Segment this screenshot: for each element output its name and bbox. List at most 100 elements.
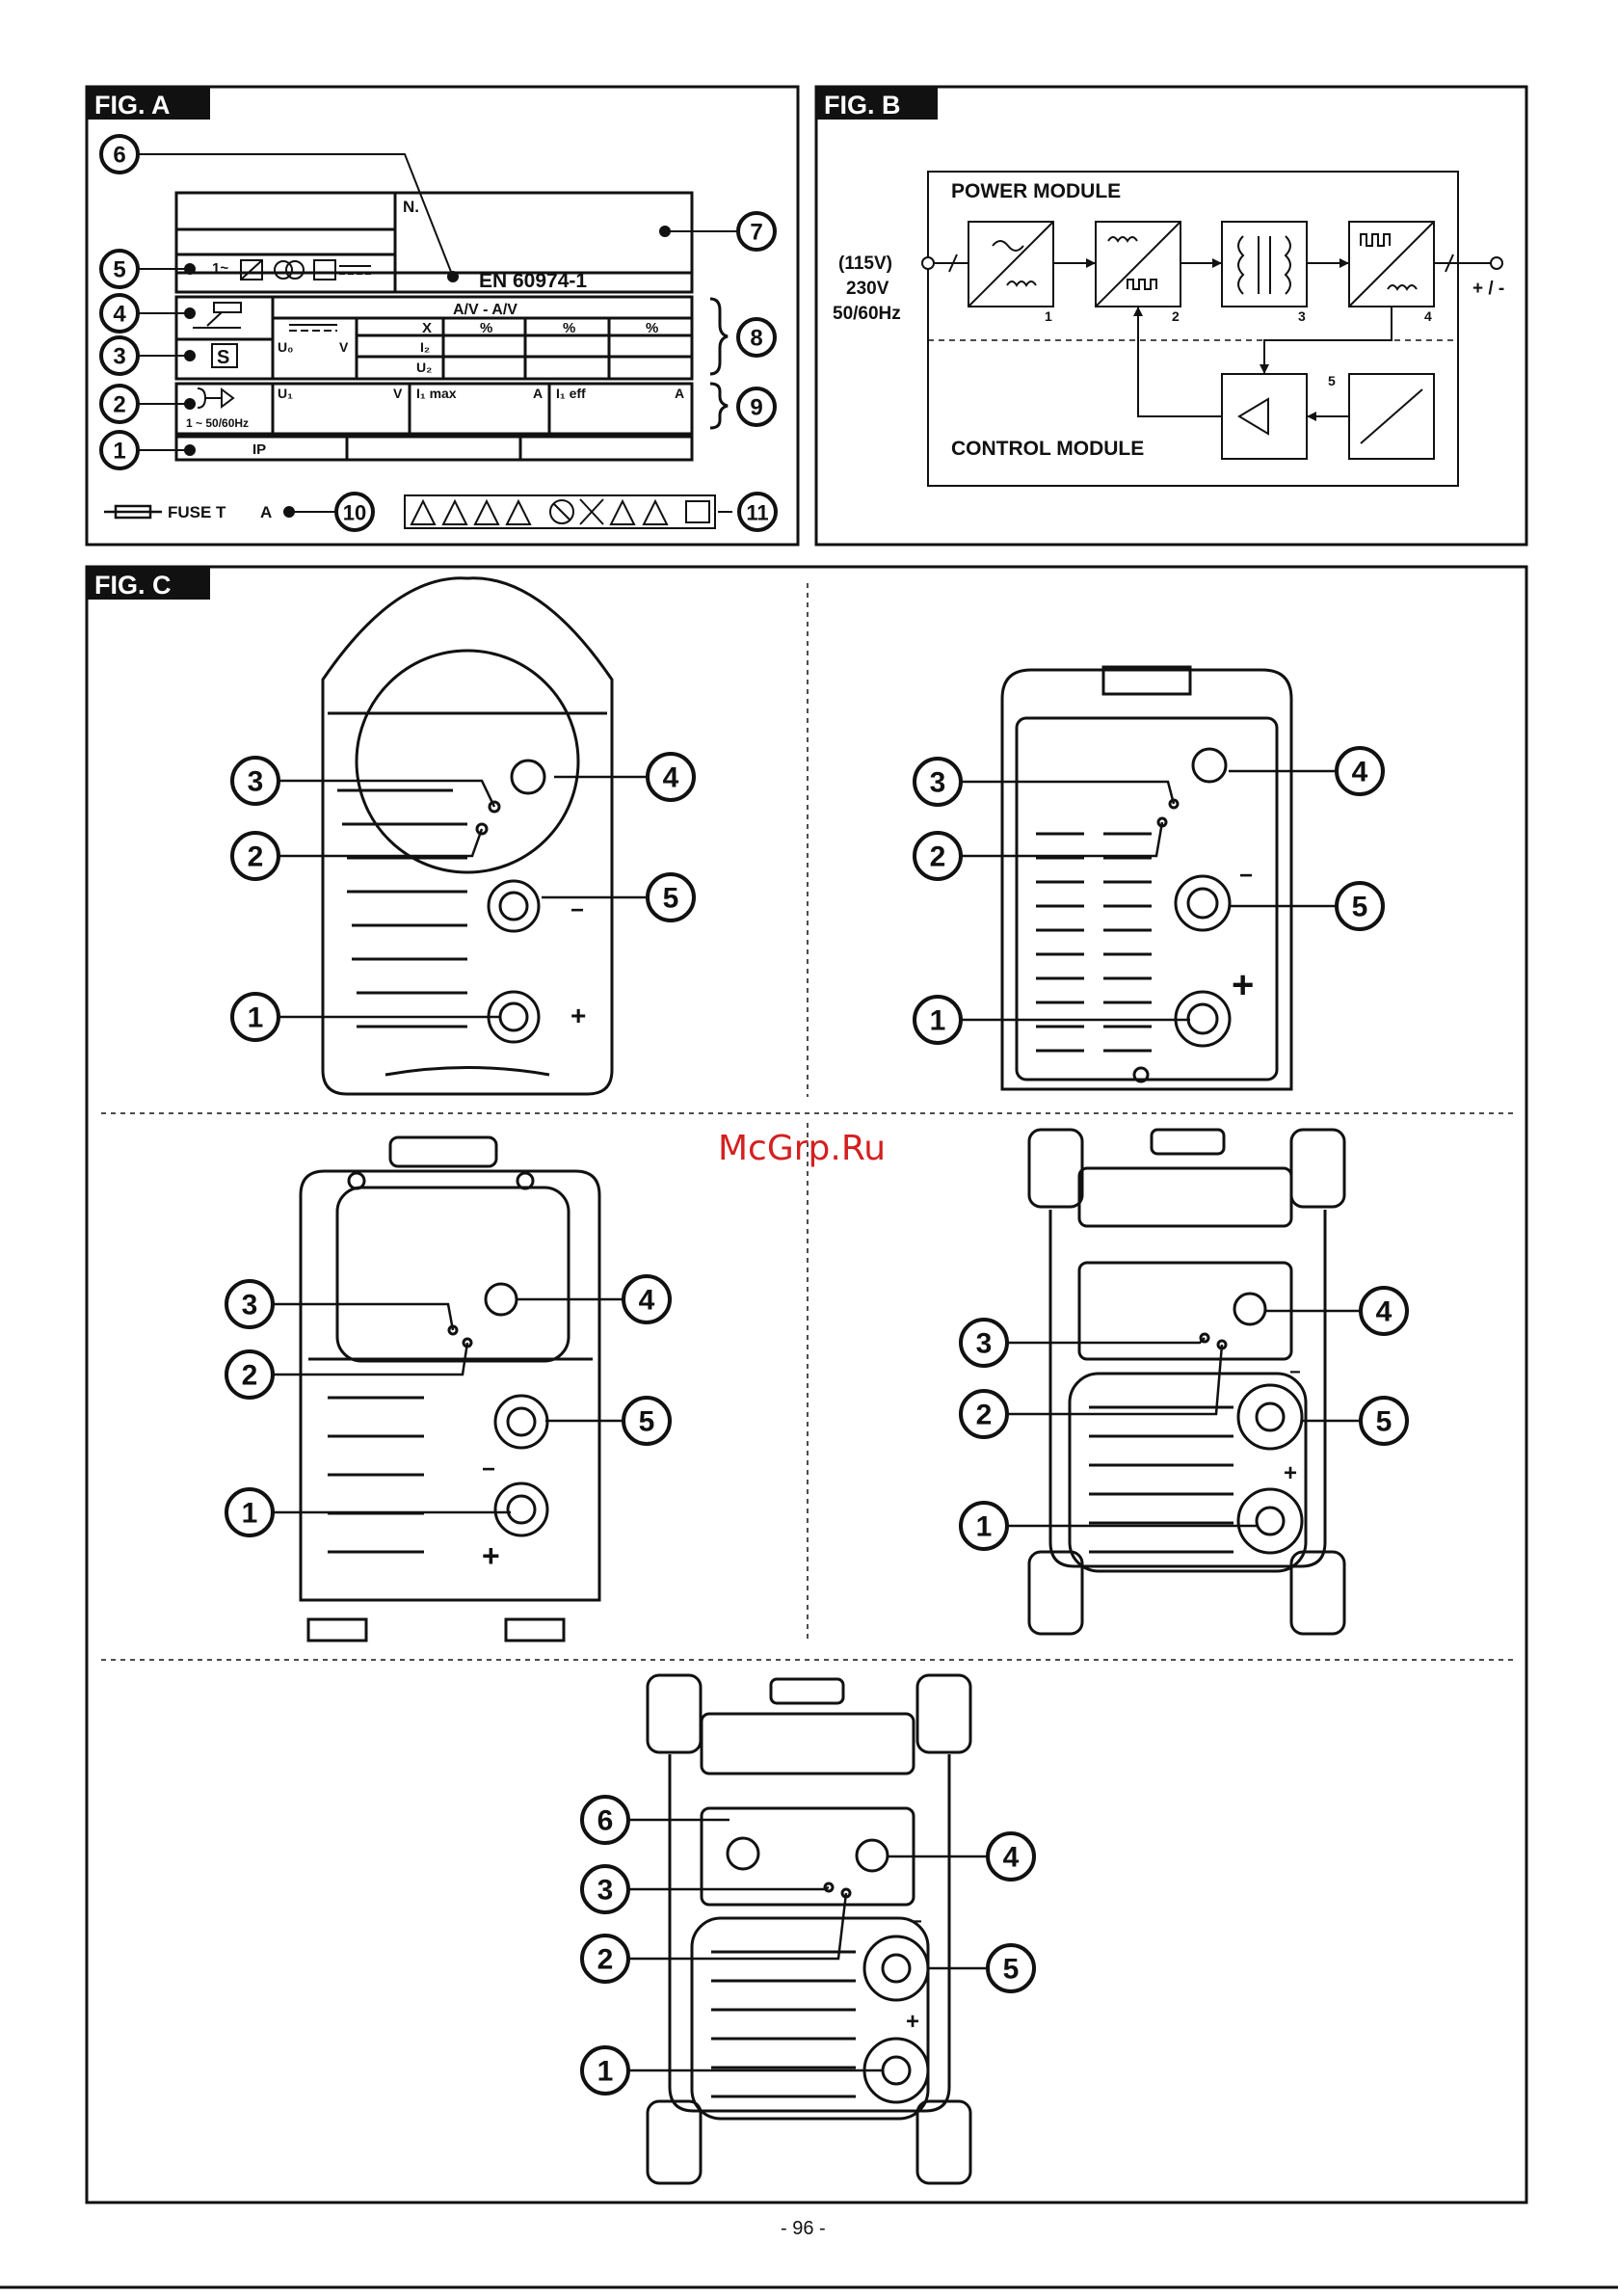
callout-c5-6: 6 <box>582 1797 628 1843</box>
unit-1-minus: − <box>570 897 584 923</box>
svg-text:5: 5 <box>1003 1954 1020 1986</box>
plate-supply-symbol: 1~ <box>212 260 228 277</box>
svg-text:1: 1 <box>113 439 125 465</box>
svg-text:10: 10 <box>343 501 366 525</box>
svg-text:4: 4 <box>1376 1296 1393 1328</box>
callout-c1-1: 1 <box>232 994 279 1040</box>
welder-unit-5 <box>648 1675 970 2183</box>
callout-c3-5: 5 <box>623 1398 670 1444</box>
input-voltage-1: (115V) <box>838 254 892 274</box>
plate-standard: EN 60974-1 <box>479 270 587 292</box>
svg-text:1: 1 <box>248 1002 264 1034</box>
svg-text:5: 5 <box>113 257 125 283</box>
i1max-unit: A <box>533 386 543 401</box>
svg-text:2: 2 <box>248 841 264 873</box>
callout-c2-4: 4 <box>1337 748 1383 794</box>
fig-b-label: FIG. B <box>824 91 901 120</box>
fig-c-label: FIG. C <box>94 571 172 600</box>
fig-a-label: FIG. A <box>94 91 171 120</box>
unit-3-minus: − <box>482 1456 495 1482</box>
s-symbol: S <box>217 347 229 368</box>
rating-plate <box>176 193 692 460</box>
block-3-number: 3 <box>1298 308 1306 324</box>
callout-c1-3: 3 <box>232 758 279 804</box>
svg-text:1: 1 <box>930 1005 946 1037</box>
welder-unit-3 <box>301 1137 599 1641</box>
svg-text:6: 6 <box>113 143 125 169</box>
callout-a-1: 1 <box>101 432 138 468</box>
input-voltage-2: 230V <box>846 279 889 299</box>
fig-a: FIG. A N. EN 60974-1 <box>87 87 798 545</box>
header-av: A/V - A/V <box>453 302 517 318</box>
control-module-label: CONTROL MODULE <box>951 438 1144 460</box>
fig-c-dividers <box>101 583 1513 1660</box>
callout-a-6: 6 <box>101 136 138 173</box>
dc-symbol-icon <box>289 325 337 331</box>
unit-2-minus: − <box>1239 863 1253 889</box>
u2-label: U₂ <box>416 360 432 375</box>
svg-text:6: 6 <box>597 1805 614 1837</box>
svg-text:3: 3 <box>242 1290 258 1322</box>
plate-n: N. <box>403 198 419 216</box>
unit-4-minus: − <box>1289 1362 1301 1383</box>
unit-5-minus: − <box>911 1911 922 1933</box>
callout-a-2: 2 <box>101 386 138 422</box>
callout-c1-5: 5 <box>648 874 694 921</box>
svg-text:2: 2 <box>930 841 946 873</box>
svg-text:3: 3 <box>248 766 264 798</box>
svg-text:4: 4 <box>1003 1842 1020 1874</box>
svg-text:1: 1 <box>597 2056 614 2088</box>
callout-c5-4: 4 <box>988 1833 1034 1880</box>
input-frequency: 50/60Hz <box>833 304 901 324</box>
block-4-number: 4 <box>1424 308 1432 324</box>
i2-label: I₂ <box>420 339 430 355</box>
i1max-label: I₁ max <box>416 386 457 401</box>
page-number: - 96 - <box>781 2218 826 2239</box>
callout-c4-1: 1 <box>961 1503 1007 1549</box>
callout-c3-1: 1 <box>226 1489 273 1535</box>
callout-c4-3: 3 <box>961 1320 1007 1366</box>
svg-text:4: 4 <box>113 302 126 328</box>
callout-a-11: 11 <box>739 494 776 530</box>
fuse-unit: A <box>260 503 272 521</box>
fig-c-leaders <box>273 771 1361 2070</box>
svg-text:5: 5 <box>1352 892 1368 923</box>
col-x: X <box>422 320 432 336</box>
block-5-number: 5 <box>1328 373 1336 388</box>
block-2-number: 2 <box>1172 308 1180 324</box>
u1-label: U₁ <box>278 386 293 401</box>
callout-c5-1: 1 <box>582 2047 628 2094</box>
power-module-label: POWER MODULE <box>951 180 1121 202</box>
callout-c5-2: 2 <box>582 1936 628 1982</box>
svg-text:2: 2 <box>976 1400 993 1431</box>
callout-a-7: 7 <box>738 213 775 250</box>
callout-c2-2: 2 <box>915 833 961 879</box>
unit-3-plus: + <box>482 1538 500 1573</box>
callout-c2-3: 3 <box>915 759 961 805</box>
callout-c2-1: 1 <box>915 997 961 1043</box>
callout-c4-4: 4 <box>1361 1288 1407 1334</box>
u1-unit: V <box>393 386 403 401</box>
ip-label: IP <box>252 441 266 458</box>
callout-c4-2: 2 <box>961 1391 1007 1437</box>
svg-text:5: 5 <box>1376 1406 1393 1438</box>
col-pct-2: % <box>563 320 575 336</box>
i1eff-unit: A <box>675 386 684 401</box>
svg-text:3: 3 <box>597 1875 614 1907</box>
watermark: McGrp.Ru <box>718 1129 886 1168</box>
torch-icon <box>193 303 241 328</box>
fuse-icon <box>104 506 162 518</box>
unit-5-plus: + <box>906 2009 919 2035</box>
svg-text:3: 3 <box>976 1328 993 1360</box>
supply-label: 1 ~ 50/60Hz <box>186 416 249 430</box>
unit-2-plus: + <box>1232 964 1254 1006</box>
fig-c: FIG. C − + <box>87 567 1526 2203</box>
svg-text:1: 1 <box>242 1498 258 1530</box>
svg-text:9: 9 <box>750 395 762 421</box>
svg-text:1: 1 <box>976 1511 993 1543</box>
svg-text:2: 2 <box>113 392 125 418</box>
safety-pictograms <box>405 495 715 528</box>
fig-c-callouts: 3 2 1 4 5 3 2 1 4 5 3 2 1 4 5 3 2 1 4 5 … <box>226 748 1407 2094</box>
callout-a-3: 3 <box>101 337 138 374</box>
u0-unit: V <box>339 339 349 355</box>
